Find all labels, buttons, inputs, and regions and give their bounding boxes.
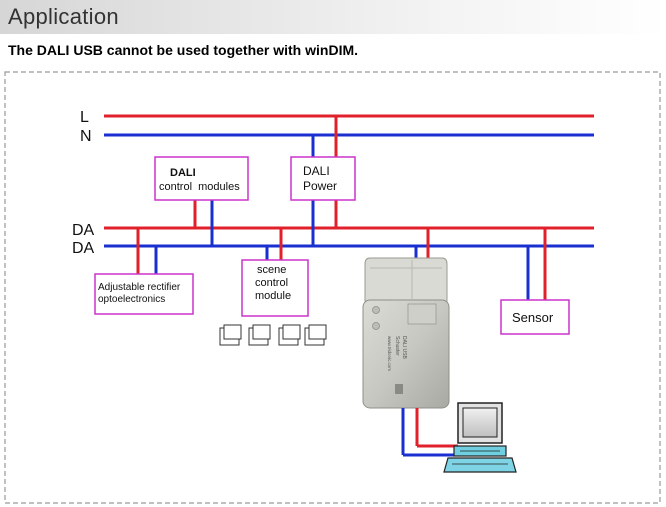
box-rectifier-line1: Adjustable rectifier [98,282,181,293]
header-bar: Application [0,0,666,34]
page-title: Application [8,4,119,29]
line-label-n: N [80,128,92,145]
box-control-modules-line2: control modules [159,181,240,193]
box-sensor [500,299,570,335]
device-label-1: DALI USB [401,336,407,359]
device-label-3: www.tridonic.com [387,336,392,371]
dali-usb-device: DALI USB Schuster www.tridonic.com [362,257,450,409]
scene-button-1 [219,324,242,346]
box-scene-line1: scene [257,264,286,276]
box-control-modules-line1: DALI [170,167,196,179]
box-rectifier-line2: optoelectronics [98,294,165,305]
box-scene-module [241,259,309,317]
device-label-2: Schuster [394,336,400,356]
page-subtitle: The DALI USB cannot be used together wit… [8,42,359,58]
box-rectifier [94,273,194,315]
scene-button-2 [248,324,271,346]
box-scene-line3: module [255,290,291,302]
box-control-modules [154,156,249,201]
line-label-da2: DA [72,240,95,257]
scene-button-3 [278,324,301,346]
computer-icon [443,402,517,473]
box-dali-power-line2: Power [303,179,337,193]
box-dali-power [290,156,356,201]
diagram-frame [4,71,661,504]
box-scene-line2: control [255,277,288,289]
scene-button-4 [304,324,327,346]
line-label-l: L [80,109,89,126]
box-dali-power-line1: DALI [303,164,330,178]
line-label-da1: DA [72,222,95,239]
box-sensor-label: Sensor [512,310,554,325]
